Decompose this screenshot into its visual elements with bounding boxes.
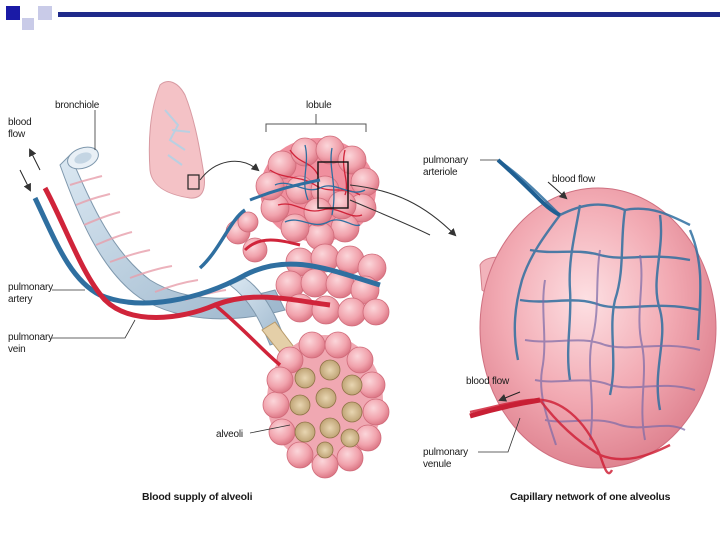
blood-flow-arrow-in [19,169,31,192]
label-blood-flow-left-1: blood [8,117,31,128]
leader-lines [52,110,521,453]
pulmonary-vein-vessel [42,186,331,367]
lobule-cluster [255,135,380,251]
label-pulmonary-arteriole-1: pulmonary [423,155,468,166]
bronchiole-tube [59,146,301,366]
label-alveoli: alveoli [216,429,243,440]
label-blood-flow-left-2: flow [8,129,26,140]
blood-flow-arrow-top [547,181,568,200]
lung-selection-box [187,174,200,190]
label-pulmonary-venule-1: pulmonary [423,447,468,458]
label-pulmonary-artery-1: pulmonary [8,282,53,293]
alveolar-cluster-middle [225,211,390,327]
pulmonary-artery-vessel [32,178,381,306]
label-pulmonary-vein-1: pulmonary [8,332,53,343]
label-pulmonary-vein-2: vein [8,344,26,355]
blood-flow-arrow-out [29,148,41,171]
alveolar-sac-lower [262,331,390,479]
deco-square-light [22,18,34,30]
label-blood-flow-bottom: blood flow [466,376,510,387]
single-alveolus [469,158,717,475]
label-bronchiole: bronchiole [55,100,100,111]
lobule-to-alveolus-arrow [349,184,457,237]
lobule-to-alveolus-arrow-2 [349,199,431,236]
label-pulmonary-artery-2: artery [8,294,33,305]
caption-blood-supply: Blood supply of alveoli [142,491,253,503]
deco-square-light-2 [38,6,52,20]
caption-capillary-network: Capillary network of one alveolus [510,491,671,503]
slide-corner-squares [6,6,52,30]
lung-outline [148,81,205,199]
lobule-bracket [265,114,367,132]
title-bar [58,12,720,17]
lung-to-lobule-arrow [199,160,260,181]
deco-square-dark [6,6,20,20]
label-blood-flow-top: blood flow [552,174,596,185]
label-lobule: lobule [306,100,332,111]
blood-flow-arrow-bottom [498,391,521,402]
label-pulmonary-arteriole-2: arteriole [423,167,458,178]
label-pulmonary-venule-2: venule [423,459,452,470]
lobule-selection-box [317,161,349,209]
